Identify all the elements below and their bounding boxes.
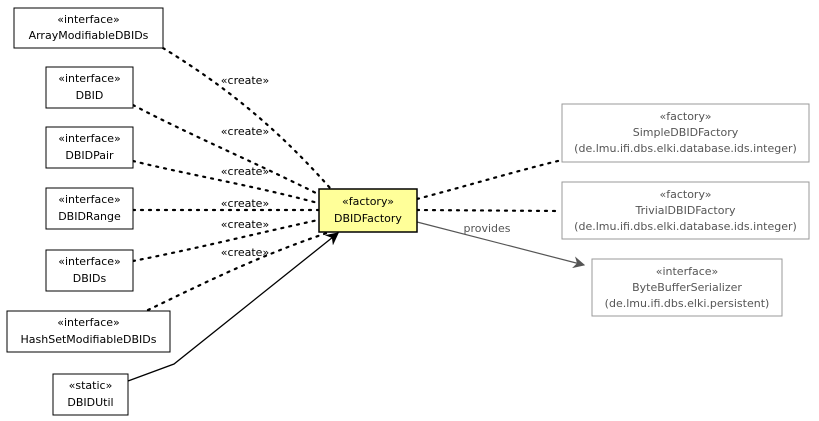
edge-labels: «create» «create» «create» «create» «cre…	[221, 74, 511, 259]
label-create-6: «create»	[221, 246, 269, 259]
node-stereotype: «factory»	[342, 195, 394, 208]
node-stereotype: «interface»	[57, 316, 120, 329]
node-name: DBIDFactory	[334, 212, 402, 225]
edge-dbids-create	[131, 218, 320, 263]
node-byte-buffer-serializer[interactable]: «interface» ByteBufferSerializer (de.lmu…	[591, 258, 783, 317]
node-name: HashSetModifiableDBIDs	[21, 333, 157, 346]
node-name: DBID	[76, 89, 104, 102]
node-dbidrange[interactable]: «interface» DBIDRange	[45, 187, 134, 230]
node-name: DBIDUtil	[67, 396, 113, 409]
create-edges	[131, 46, 564, 312]
node-simple-dbid-factory[interactable]: «factory» SimpleDBIDFactory (de.lmu.ifi.…	[561, 103, 810, 163]
node-stereotype: «interface»	[58, 72, 121, 85]
node-stereotype: «factory»	[659, 188, 711, 201]
label-provides: provides	[463, 222, 510, 235]
node-dbidpair[interactable]: «interface» DBIDPair	[45, 126, 134, 169]
node-stereotype: «interface»	[656, 265, 719, 278]
node-stereotype: «factory»	[659, 110, 711, 123]
node-stereotype: «interface»	[58, 193, 121, 206]
node-dbidfactory[interactable]: «factory» DBIDFactory	[318, 188, 418, 233]
label-create-3: «create»	[221, 165, 269, 178]
edge-dbidutil-association	[127, 232, 340, 382]
node-name: TrivialDBIDFactory	[635, 204, 736, 217]
node-name: DBIDPair	[65, 149, 114, 162]
node-name: ByteBufferSerializer	[632, 281, 742, 294]
node-dbids[interactable]: «interface» DBIDs	[45, 249, 134, 292]
label-create-4: «create»	[221, 197, 269, 210]
edge-trivial-factory	[415, 208, 562, 213]
node-name: ArrayModifiableDBIDs	[29, 29, 149, 42]
label-create-2: «create»	[221, 125, 269, 138]
edge-simple-factory	[415, 158, 564, 201]
node-package: (de.lmu.ifi.dbs.elki.persistent)	[605, 297, 770, 310]
label-create-5: «create»	[221, 218, 269, 231]
node-array-modifiable-dbids[interactable]: «interface» ArrayModifiableDBIDs	[13, 7, 164, 49]
edge-array-modifiable-create	[161, 46, 332, 190]
edge-dbidpair-create	[131, 159, 320, 205]
node-stereotype: «static»	[69, 379, 113, 392]
edge-dbid-create	[131, 103, 324, 198]
label-create-1: «create»	[221, 74, 269, 87]
node-stereotype: «interface»	[57, 13, 120, 26]
node-name: DBIDRange	[58, 210, 121, 223]
node-trivial-dbid-factory[interactable]: «factory» TrivialDBIDFactory (de.lmu.ifi…	[561, 181, 810, 240]
node-name: SimpleDBIDFactory	[633, 126, 739, 139]
node-package: (de.lmu.ifi.dbs.elki.database.ids.intege…	[574, 220, 797, 233]
node-hashset-modifiable-dbids[interactable]: «interface» HashSetModifiableDBIDs	[6, 310, 171, 353]
node-name: DBIDs	[73, 272, 107, 285]
edge-hashset-create	[146, 230, 332, 312]
node-dbidutil[interactable]: «static» DBIDUtil	[52, 373, 129, 416]
edge-provides	[416, 221, 586, 269]
node-dbid[interactable]: «interface» DBID	[45, 66, 134, 109]
node-stereotype: «interface»	[58, 255, 121, 268]
node-stereotype: «interface»	[58, 132, 121, 145]
node-package: (de.lmu.ifi.dbs.elki.database.ids.intege…	[574, 142, 797, 155]
